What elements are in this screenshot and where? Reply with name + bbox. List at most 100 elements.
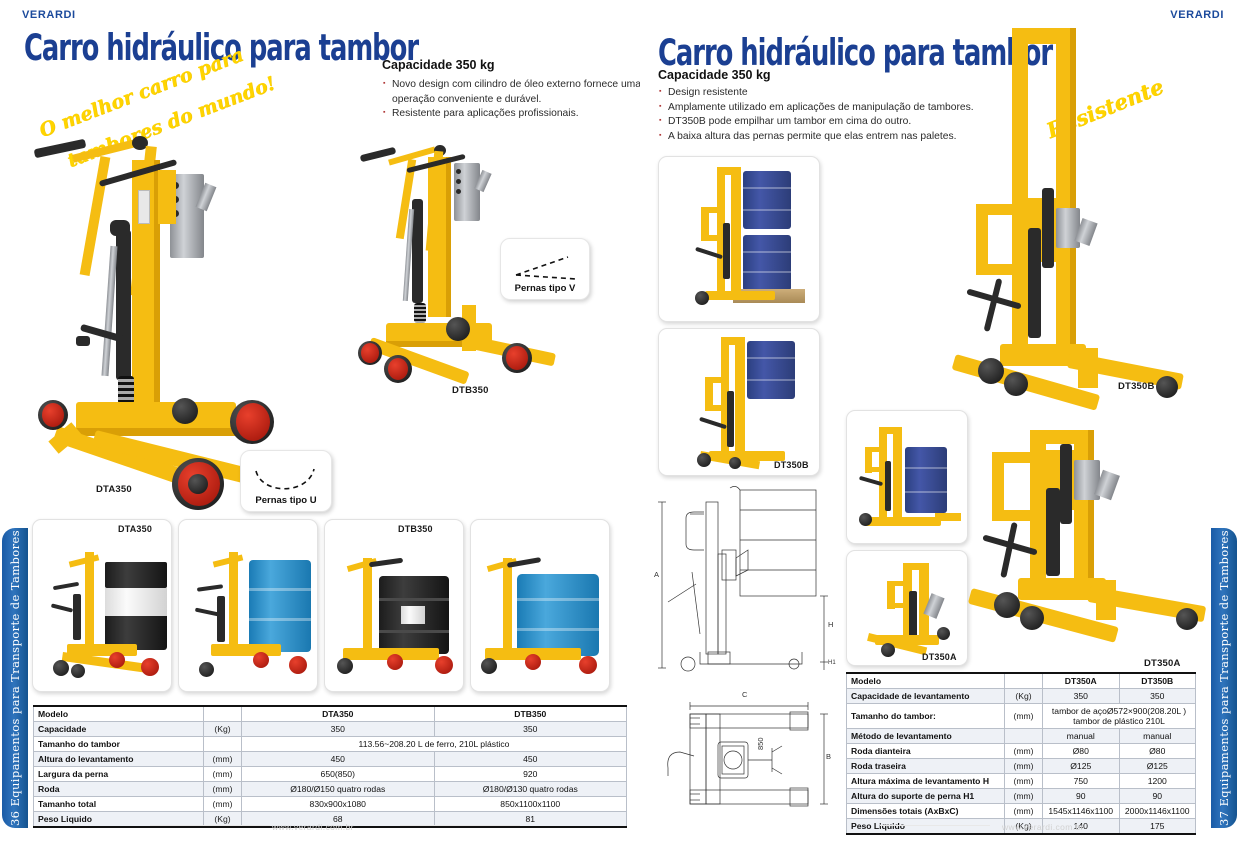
dim-label-a: A bbox=[654, 570, 660, 579]
u-legs-diagram-icon bbox=[255, 468, 315, 490]
thumb-label-1: DTA350 bbox=[118, 524, 153, 534]
table-cell-parameter: Tamanho total bbox=[33, 796, 204, 812]
table-cell-value: 750 bbox=[1042, 773, 1120, 789]
table-cell-value: DTB350 bbox=[433, 705, 627, 722]
left-page: VERARDI Carro hidráulico para tambor O m… bbox=[0, 0, 640, 842]
footer-rule-left-a bbox=[150, 825, 270, 826]
table-cell-value: 650(850) bbox=[241, 766, 435, 782]
thumb-card-2 bbox=[178, 519, 318, 692]
technical-drawing-side-view: A H H1 bbox=[652, 484, 838, 674]
table-cell-parameter: Largura da perna bbox=[33, 766, 204, 782]
table-cell-parameter: Dimensões totais (AxBxC) bbox=[846, 803, 1005, 819]
table-cell-unit: (mm) bbox=[1004, 788, 1043, 804]
hero-photo-dt350b bbox=[951, 28, 1190, 428]
table-cell-unit: (mm) bbox=[1004, 703, 1043, 729]
table-cell-parameter: Peso Liquido bbox=[846, 818, 1005, 835]
table-cell-value: Ø125 bbox=[1042, 758, 1120, 774]
table-cell-unit bbox=[203, 705, 242, 722]
table-cell-unit: (mm) bbox=[203, 796, 242, 812]
table-cell-parameter: Altura do levantamento bbox=[33, 751, 204, 767]
label-hero-dt350b: DT350B bbox=[1118, 381, 1155, 392]
table-row: Tamanho do tambor:(mm)tambor de açoØ572×… bbox=[846, 703, 1196, 729]
table-cell-parameter: Roda dianteira bbox=[846, 743, 1005, 759]
right-bullet-1: Design resistente bbox=[659, 85, 974, 101]
callout-pernas-tipo-u: Pernas tipo U bbox=[240, 450, 332, 512]
table-cell-value: manual bbox=[1042, 728, 1120, 744]
table-cell-parameter: Altura máxima de levantamento H bbox=[846, 773, 1005, 789]
table-row: Dimensões totais (AxBxC)(mm)1545x1146x11… bbox=[846, 803, 1196, 819]
photo-card-stacked-drums bbox=[658, 156, 820, 322]
left-bullet-1-cont: operação conveniente e durável. bbox=[392, 93, 542, 105]
table-cell-unit bbox=[1004, 672, 1043, 689]
callout-u-label: Pernas tipo U bbox=[255, 495, 317, 506]
table-cell-parameter: Capacidade de levantamento bbox=[846, 688, 1005, 704]
table-cell-parameter: Modelo bbox=[846, 672, 1005, 689]
footer-url-left: www.verardi.com.br bbox=[272, 822, 354, 832]
table-cell-value: 90 bbox=[1118, 788, 1196, 804]
table-cell-value: 350 bbox=[1042, 688, 1120, 704]
table-cell-value: 90 bbox=[1042, 788, 1120, 804]
right-page-headline: Carro hidráulico para tambor bbox=[658, 32, 1053, 75]
right-bullet-list: Design resistente Amplamente utilizado e… bbox=[659, 85, 974, 145]
photo-card-dt350b-single bbox=[658, 328, 820, 476]
table-cell-value: 350 bbox=[1118, 688, 1196, 704]
dim-label-h: H bbox=[828, 620, 834, 629]
table-cell-parameter: Roda bbox=[33, 781, 204, 797]
footer-rule-right-a bbox=[880, 825, 990, 826]
table-cell-unit: (mm) bbox=[1004, 773, 1043, 789]
table-cell-unit: (mm) bbox=[203, 751, 242, 767]
callout-pernas-tipo-v: Pernas tipo V bbox=[500, 238, 590, 300]
table-cell-value: Ø180/Ø130 quatro rodas bbox=[433, 781, 627, 797]
table-cell-parameter: Tamanho do tambor bbox=[33, 736, 204, 752]
table-cell-parameter: Modelo bbox=[33, 705, 204, 722]
table-cell-value: DT350B bbox=[1118, 672, 1196, 689]
side-tab-right: 37 Equipamentos para Transporte de Tambo… bbox=[1211, 528, 1237, 828]
hero-photo-dt350a bbox=[967, 430, 1208, 660]
table-cell-value: 920 bbox=[433, 766, 627, 782]
table-row: Tamanho do tambor 113.56~208.20 L de ferr… bbox=[33, 736, 627, 752]
table-cell-unit: (mm) bbox=[203, 766, 242, 782]
table-cell-unit: (Kg) bbox=[203, 721, 242, 737]
thumb-card-4 bbox=[470, 519, 610, 692]
table-cell-value-span: 113.56~208.20 L de ferro, 210L plástico bbox=[241, 736, 627, 752]
table-cell-parameter: Tamanho do tambor: bbox=[846, 703, 1005, 729]
table-cell-value: 450 bbox=[433, 751, 627, 767]
right-bullet-4: A baixa altura das pernas permite que el… bbox=[659, 129, 974, 145]
right-bullet-2: Amplamente utilizado em aplicações de ma… bbox=[659, 100, 974, 116]
dim-label-850: 850 bbox=[756, 737, 765, 750]
label-dt350b-single: DT350B bbox=[774, 460, 809, 470]
dim-label-c: C bbox=[742, 690, 748, 699]
table-cell-value: 830x900x1080 bbox=[241, 796, 435, 812]
thumb-card-1 bbox=[32, 519, 172, 692]
table-row: Largura da perna(mm)650(850)920 bbox=[33, 766, 627, 782]
table-cell-value: DTA350 bbox=[241, 705, 435, 722]
photo-card-dt350a-small bbox=[846, 550, 968, 666]
footer-url-right: www.verardi.com.br bbox=[1002, 822, 1084, 832]
label-hero-dtb350: DTB350 bbox=[452, 385, 489, 396]
table-cell-parameter: Altura do suporte de perna H1 bbox=[846, 788, 1005, 804]
callout-v-label: Pernas tipo V bbox=[514, 283, 576, 294]
side-tab-left: 36 Equipamentos para Transporte de Tambo… bbox=[2, 528, 28, 828]
table-cell-unit: (Kg) bbox=[1004, 688, 1043, 704]
technical-drawing-top-view: C B 850 bbox=[660, 690, 840, 814]
table-cell-unit: (mm) bbox=[1004, 803, 1043, 819]
table-cell-value: Ø80 bbox=[1042, 743, 1120, 759]
footer-rule-left-b bbox=[400, 825, 520, 826]
left-bullet-1: Novo design com cilindro de óleo externo… bbox=[383, 77, 641, 93]
label-dt350a-small: DT350A bbox=[922, 652, 957, 662]
side-tab-right-text: 37 Equipamentos para Transporte de Tambo… bbox=[1217, 529, 1231, 827]
table-cell-value: Ø125 bbox=[1118, 758, 1196, 774]
left-bullet-list: Novo design com cilindro de óleo externo… bbox=[383, 77, 641, 122]
table-cell-value: 68 bbox=[241, 811, 435, 828]
